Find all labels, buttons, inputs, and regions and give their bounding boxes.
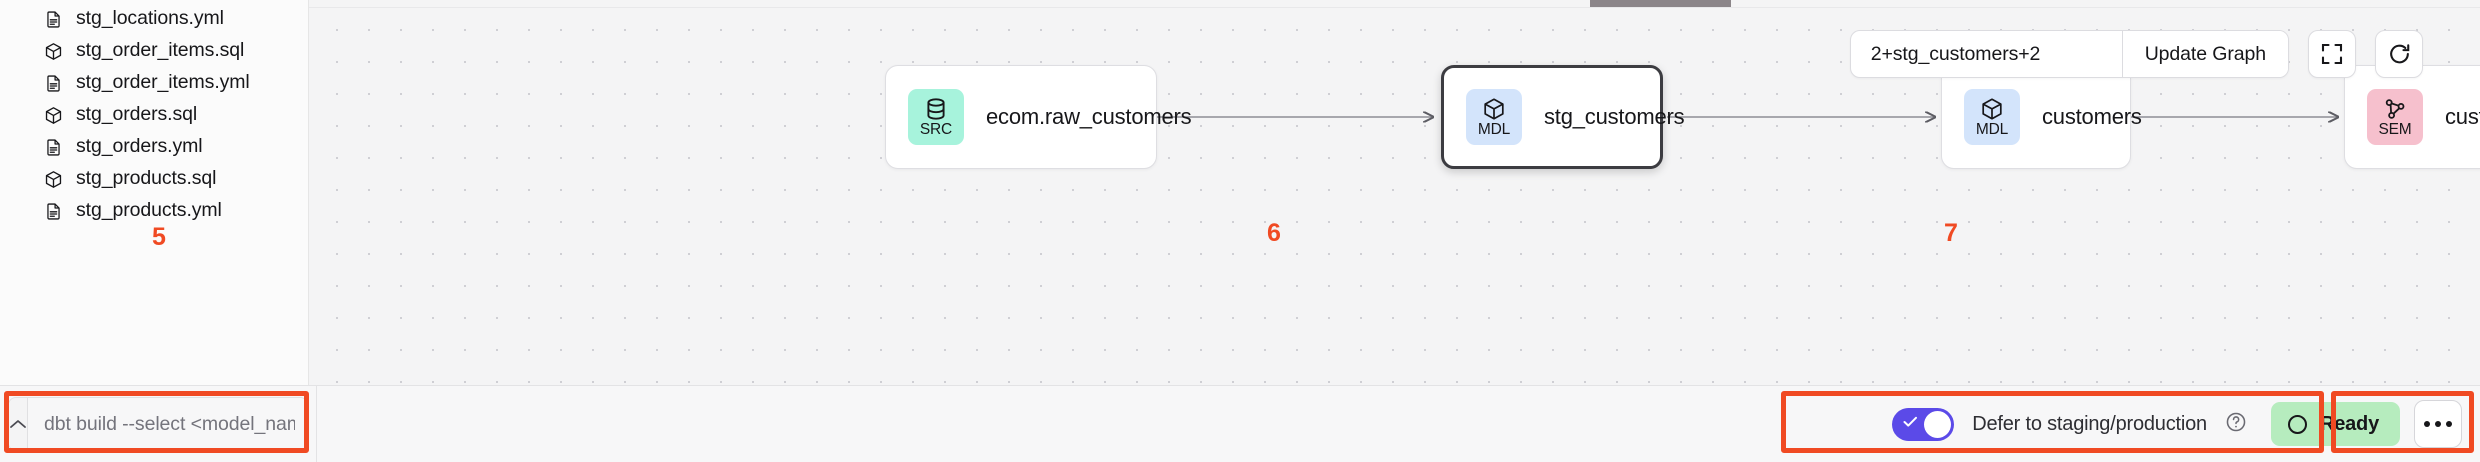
node-badge-label: SRC bbox=[919, 120, 953, 138]
file-tree-item[interactable]: stg_orders.yml bbox=[0, 131, 308, 163]
file-tree-item-label: stg_orders.yml bbox=[76, 135, 203, 158]
cube-sql-icon bbox=[44, 170, 63, 189]
graph-toolbar: Update Graph bbox=[1849, 30, 2423, 78]
file-yml-icon bbox=[44, 202, 63, 221]
file-tree-item[interactable]: stg_products.yml bbox=[0, 195, 308, 227]
bottom-bar-right-group: Defer to staging/production Ready bbox=[1892, 400, 2480, 448]
status-circle-icon bbox=[2287, 414, 2307, 434]
file-tree-item[interactable]: stg_order_items.sql bbox=[0, 35, 308, 67]
toggle-knob bbox=[1924, 410, 1952, 438]
graph-node-label: customers bbox=[2445, 104, 2480, 129]
status-group: Ready bbox=[2270, 400, 2462, 448]
file-tree-item-label: stg_products.yml bbox=[76, 199, 222, 222]
defer-setting-group: Defer to staging/production bbox=[1892, 407, 2247, 441]
file-tree-item-label: stg_order_items.yml bbox=[76, 71, 250, 94]
more-horizontal-icon[interactable] bbox=[2414, 400, 2462, 448]
bottom-status-bar: Defer to staging/production Ready bbox=[0, 385, 2480, 462]
graph-node[interactable]: SEM customers bbox=[2344, 65, 2480, 169]
database-icon: SRC bbox=[908, 89, 964, 145]
file-explorer-sidebar: stg_locations.yml stg_order_items.sql st… bbox=[0, 0, 309, 385]
status-badge-label: Ready bbox=[2319, 412, 2379, 435]
graph-node[interactable]: MDL customers bbox=[1941, 65, 2142, 169]
file-tree-item[interactable]: stg_order_items.yml bbox=[0, 67, 308, 99]
file-yml-icon bbox=[44, 10, 63, 29]
graph-node[interactable]: SRC ecom.raw_customers bbox=[885, 65, 1192, 169]
defer-label: Defer to staging/production bbox=[1972, 412, 2207, 435]
lineage-graph-canvas[interactable]: SRC ecom.raw_customers MDL stg_customers M… bbox=[309, 0, 2480, 385]
chevron-up-icon[interactable] bbox=[9, 398, 28, 450]
graph-nodes-layer: SRC ecom.raw_customers MDL stg_customers M… bbox=[309, 0, 2480, 385]
canvas-top-divider bbox=[309, 7, 2480, 8]
dbt-command-input[interactable] bbox=[28, 398, 307, 450]
file-yml-icon bbox=[44, 74, 63, 93]
graph-selector-group: Update Graph bbox=[1849, 30, 2289, 78]
check-icon bbox=[1903, 415, 1918, 433]
main-content-row: stg_locations.yml stg_order_items.sql st… bbox=[0, 0, 2480, 385]
graph-node-label: ecom.raw_customers bbox=[986, 104, 1192, 129]
bottom-bar-divider bbox=[316, 385, 317, 462]
defer-toggle[interactable] bbox=[1892, 407, 1955, 441]
command-bar bbox=[8, 397, 308, 451]
help-circle-icon[interactable] bbox=[2225, 411, 2247, 438]
file-tree-item[interactable]: stg_products.sql bbox=[0, 163, 308, 195]
graph-node-label: customers bbox=[2042, 104, 2142, 129]
node-badge-label: SEM bbox=[2378, 120, 2412, 138]
refresh-icon[interactable] bbox=[2375, 30, 2423, 78]
node-badge-label: MDL bbox=[1477, 120, 1511, 138]
file-tree-item-label: stg_orders.sql bbox=[76, 103, 198, 126]
file-tree-item[interactable]: stg_locations.yml bbox=[0, 3, 308, 35]
cube-sql-icon bbox=[44, 106, 63, 125]
fullscreen-icon[interactable] bbox=[2308, 30, 2356, 78]
node-badge-label: MDL bbox=[1975, 120, 2009, 138]
cube-sql-icon bbox=[44, 42, 63, 61]
status-badge[interactable]: Ready bbox=[2270, 402, 2400, 446]
file-tree-item[interactable]: stg_orders.sql bbox=[0, 99, 308, 131]
file-tree-item-label: stg_locations.yml bbox=[76, 7, 224, 30]
graph-node[interactable]: MDL stg_customers bbox=[1441, 65, 1685, 169]
file-yml-icon bbox=[44, 138, 63, 157]
graph-select-input[interactable] bbox=[1850, 31, 2122, 77]
semantic-graph-icon: SEM bbox=[2367, 89, 2423, 145]
graph-node-label: stg_customers bbox=[1544, 104, 1685, 129]
file-tree-item-label: stg_order_items.sql bbox=[76, 39, 245, 62]
file-tree-item-label: stg_products.sql bbox=[76, 167, 217, 190]
cube-icon: MDL bbox=[1466, 89, 1522, 145]
update-graph-button[interactable]: Update Graph bbox=[2121, 31, 2288, 77]
cube-icon: MDL bbox=[1964, 89, 2020, 145]
tab-scrollbar[interactable] bbox=[1590, 0, 1731, 7]
